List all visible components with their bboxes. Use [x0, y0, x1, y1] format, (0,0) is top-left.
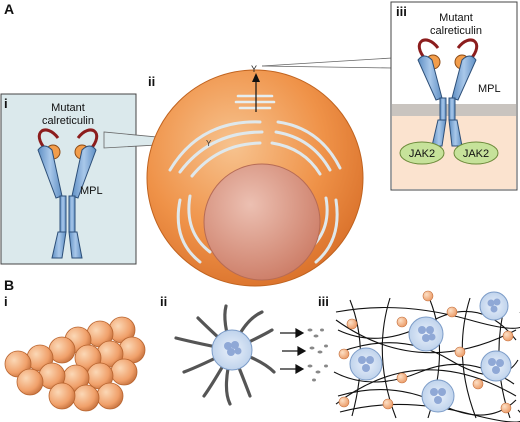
transport-arrowhead [252, 73, 260, 82]
cell-cluster [4, 316, 146, 412]
mpl-receptor-left [37, 145, 97, 259]
panel-b-sub3: iii [318, 294, 329, 309]
panel-b-letter: B [4, 277, 14, 293]
nucleus [203, 163, 321, 281]
fibrosis-megakaryocytes [349, 291, 512, 413]
panel-a-letter: A [4, 1, 14, 17]
inset-right-receptor-label: MPL [478, 83, 501, 95]
fibrosis-small-cells [338, 290, 514, 414]
mpl-receptor-right [417, 55, 477, 147]
inset-left-title-line1: Mutant [51, 102, 85, 114]
cell-numeral: ii [148, 74, 155, 89]
callout-right-bottom [261, 65, 393, 69]
endoplasmic-reticulum [168, 120, 342, 264]
inset-left-numeral: i [4, 96, 8, 111]
er-receptor-mark: Y [206, 139, 212, 148]
golgi-apparatus [234, 94, 276, 110]
callout-right-top [261, 57, 393, 67]
surface-receptor-mark: Y [251, 64, 257, 74]
inset-left-frame [0, 93, 137, 265]
fibrotic-marrow [333, 290, 520, 422]
inset-left-receptor-label: MPL [80, 185, 103, 197]
jak2-right-label: JAK2 [463, 148, 489, 160]
inset-left: i Mutant calreticulin MPL [0, 93, 137, 265]
panel-b-sub1: i [4, 294, 8, 309]
panel-b-sub2: ii [160, 294, 167, 309]
release-arrows [280, 327, 307, 375]
jak2-right [453, 141, 499, 165]
inset-right-numeral: iii [396, 4, 407, 19]
jak2-left-label: JAK2 [409, 148, 435, 160]
inset-right-title-line2: calreticulin [430, 25, 482, 37]
inset-right-title-line1: Mutant [439, 12, 473, 24]
proplatelet-megakaryocyte [174, 304, 328, 406]
platelets [307, 328, 328, 382]
megakaryocyte-nucleus [224, 341, 242, 356]
inset-right: iii Mutant calreticulin MPL JAK2 JAK2 [390, 1, 518, 191]
megakaryocyte-cell: ii Y Y [146, 64, 364, 287]
inset-left-title-line2: calreticulin [42, 115, 94, 127]
jak2-left [399, 141, 445, 165]
